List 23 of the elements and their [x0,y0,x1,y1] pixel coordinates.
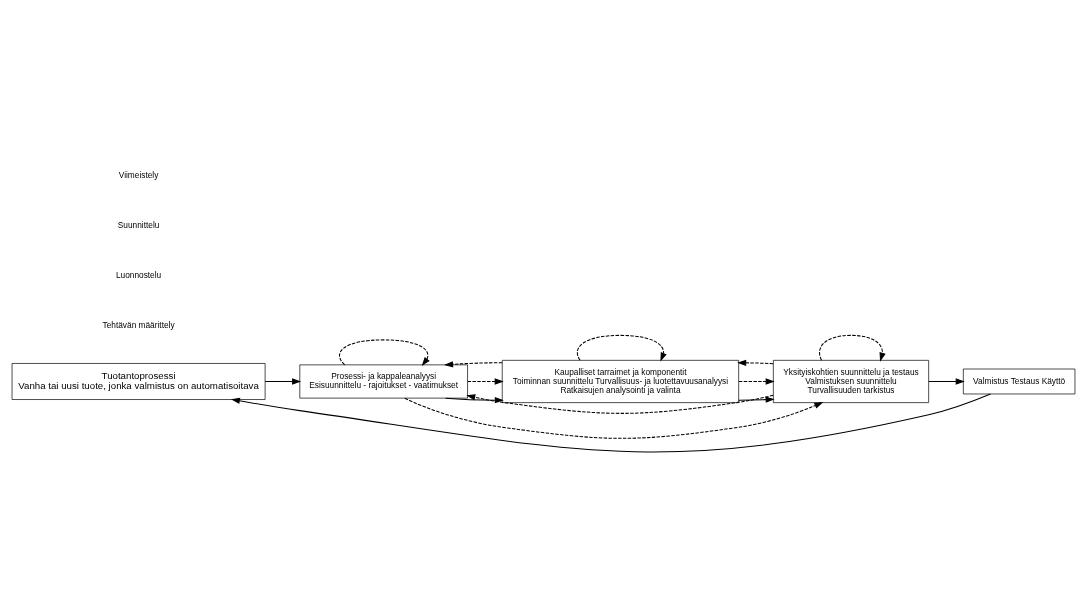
arrow [445,397,504,404]
arrow [404,397,824,439]
node-box: Prosessi- ja kappaleanalyysi Esisuunnittelu - rajoitukset - vaatimukset [299,364,468,399]
label: Luonnostelu [115,270,162,281]
node-box: Yksityiskohtien suunnittelu ja testaus Valmistuksen suunnittelu Turvallisuuden tarkistus [773,360,929,403]
arrow [738,378,775,385]
label: Suunnittelu [117,220,160,231]
arrow [738,396,775,403]
arrow [230,393,992,453]
arrow [466,394,774,414]
node-box: Valmistus Testaus Käyttö [963,368,1076,395]
label: Viimeistely [118,170,159,181]
arrow [737,359,774,366]
arrow [444,361,503,368]
arrow [264,378,302,385]
arrow [576,334,667,362]
node-box: Tuotantoprosessi Vanha tai uusi tuote, jonka valmistus on automatisoitava [11,363,266,400]
arrow [819,334,886,362]
label: Tehtävän määrittely [102,320,175,331]
arrow [338,339,430,367]
arrow [467,378,504,385]
node-box: Kaupalliset tarraimet ja komponentit Toiminnan suunnittelu Turvallisuus- ja luotettavuusanalyysi Ratkaisujen analysointi ja valinta [501,360,740,403]
arrow [928,378,965,385]
